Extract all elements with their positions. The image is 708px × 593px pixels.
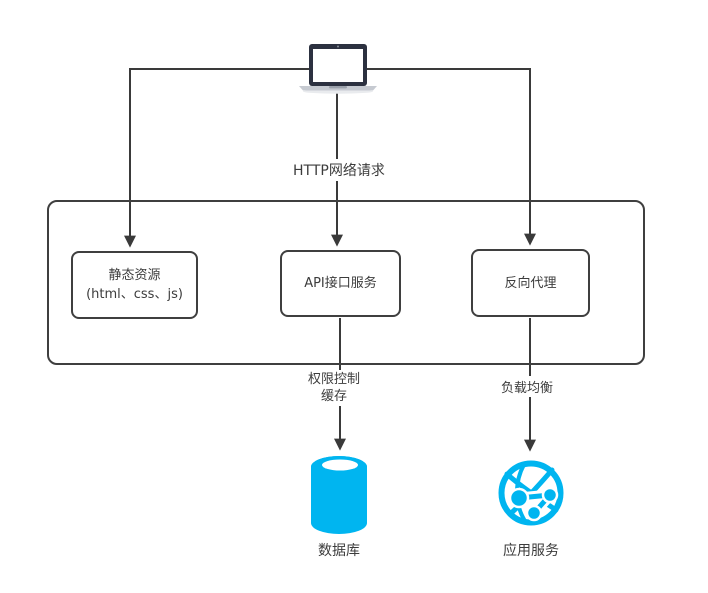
reverse-proxy-label: 反向代理	[504, 275, 557, 291]
database-cylinder-icon	[311, 456, 367, 534]
edge-label-http-request: HTTP网络请求	[290, 159, 388, 181]
database-label: 数据库	[318, 543, 360, 559]
cache-label: 缓存	[321, 389, 348, 404]
edge-label-load-balance: 负载均衡	[498, 376, 557, 397]
permission-label: 权限控制	[308, 372, 361, 387]
api-service-label: API接口服务	[304, 276, 377, 291]
edge-label-permission-cache: 权限控制 缓存	[305, 370, 364, 406]
app-service-label: 应用服务	[503, 543, 559, 559]
node-reverse-proxy: 反向代理	[471, 249, 590, 317]
node-api-service: API接口服务	[280, 250, 401, 317]
laptop-icon	[299, 44, 377, 94]
server-container	[47, 200, 645, 365]
node-static-resources: 静态资源 (html、css、js)	[71, 251, 198, 319]
static-resources-label-line2: (html、css、js)	[86, 287, 183, 302]
static-resources-label-line1: 静态资源	[108, 268, 161, 283]
globe-network-icon	[498, 460, 564, 526]
